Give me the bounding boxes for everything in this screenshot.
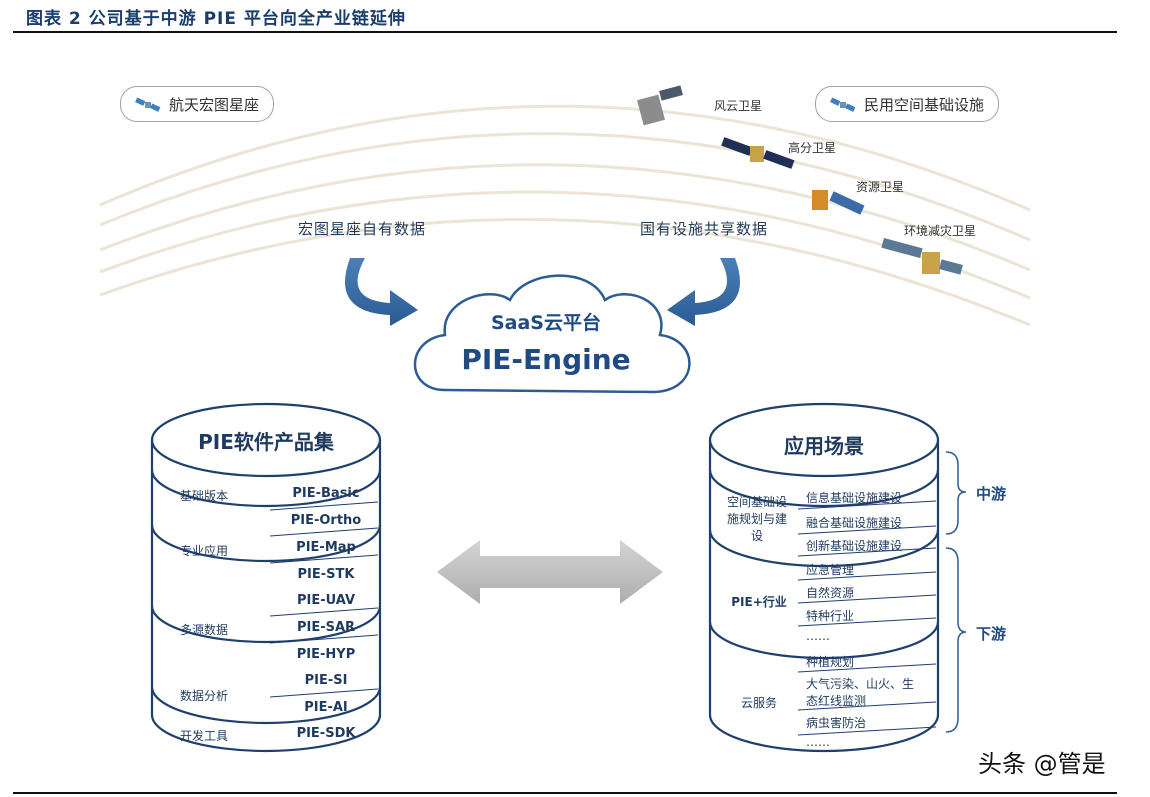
satellite-icon [135, 97, 161, 112]
orbit-arcs [99, 104, 1031, 327]
left-cylinder [150, 402, 382, 753]
product-pie-sar: PIE-SAR [296, 620, 356, 635]
satellite-gaofen-icon [721, 137, 795, 169]
figure-title: 图表 2 公司基于中游 PIE 平台向全产业链延伸 [26, 9, 406, 29]
top-rule [13, 31, 1117, 33]
group-label-multisource: 多源数据 [180, 623, 229, 637]
satellite-fengyun-icon [637, 85, 683, 126]
scenario-planting: 种植规划 [806, 655, 855, 669]
scenario-more-1: …… [806, 629, 830, 643]
group-label-cloud-service: 云服务 [740, 696, 777, 710]
product-pie-si: PIE-SI [304, 673, 348, 688]
group-label-basic: 基础版本 [180, 489, 229, 503]
satellite-label-fengyun: 风云卫星 [714, 99, 763, 113]
satellite-icon [830, 97, 856, 112]
scenario-fusion-infra: 融合基础设施建设 [806, 516, 903, 530]
cloud-subtitle: SaaS云平台 [490, 312, 601, 334]
pill-label: 民用空间基础设施 [864, 95, 985, 114]
product-pie-stk: PIE-STK [297, 567, 355, 582]
group-label-professional: 专业应用 [180, 544, 229, 558]
product-pie-hyp: PIE-HYP [296, 647, 356, 662]
scenario-special-industry: 特种行业 [806, 609, 855, 623]
satellite-label-ziyuan: 资源卫星 [856, 180, 905, 194]
pill-civil-infrastructure: 民用空间基础设施 [815, 86, 1000, 122]
scenario-more-2: …… [806, 735, 830, 749]
left-curved-arrow [345, 258, 418, 326]
scenario-emergency: 应急管理 [806, 563, 855, 577]
product-pie-map: PIE-Map [296, 540, 356, 555]
bottom-rule [13, 792, 1117, 794]
group-label-pie-plus: PIE+行业 [731, 595, 787, 609]
cloud-title: PIE-Engine [461, 343, 631, 376]
product-pie-ortho: PIE-Ortho [290, 513, 362, 528]
product-pie-uav: PIE-UAV [296, 593, 356, 608]
tier-label-midstream: 中游 [976, 485, 1007, 503]
scenario-innovation-infra: 创新基础设施建设 [806, 539, 903, 553]
flow-label-shared-data: 国有设施共享数据 [640, 220, 769, 238]
left-db-title: PIE软件产品集 [198, 430, 334, 454]
right-curved-arrow [667, 258, 740, 326]
product-pie-ai: PIE-AI [304, 700, 348, 715]
right-cylinder [708, 402, 940, 753]
scenario-info-infra: 信息基础设施建设 [806, 491, 903, 505]
scenario-pest-control: 病虫害防治 [806, 716, 867, 730]
brace-downstream [945, 547, 967, 733]
satellite-ziyuan-icon [812, 190, 865, 215]
scenario-monitoring: 大气污染、山火、生态红线监测 [806, 677, 915, 708]
scenario-natural-resources: 自然资源 [806, 586, 855, 600]
pill-label: 航天宏图星座 [169, 95, 260, 114]
tier-label-downstream: 下游 [976, 625, 1007, 643]
pill-hongtu-constellation: 航天宏图星座 [120, 86, 275, 122]
satellite-huanjing-icon [881, 237, 963, 275]
double-arrow [437, 540, 663, 604]
group-label-analysis: 数据分析 [180, 689, 229, 703]
product-pie-sdk: PIE-SDK [296, 726, 356, 741]
watermark: 头条 @管是 [978, 750, 1106, 778]
right-db-title: 应用场景 [784, 434, 864, 458]
group-label-space-infra: 空间基础设施规划与建设 [726, 495, 787, 543]
product-pie-basic: PIE-Basic [292, 486, 360, 501]
cloud-shape [413, 274, 691, 394]
brace-midstream [945, 451, 967, 535]
group-label-devtools: 开发工具 [180, 729, 229, 743]
satellite-label-huanjing: 环境减灾卫星 [904, 224, 977, 238]
flow-label-own-data: 宏图星座自有数据 [298, 220, 427, 238]
satellite-label-gaofen: 高分卫星 [788, 141, 837, 155]
